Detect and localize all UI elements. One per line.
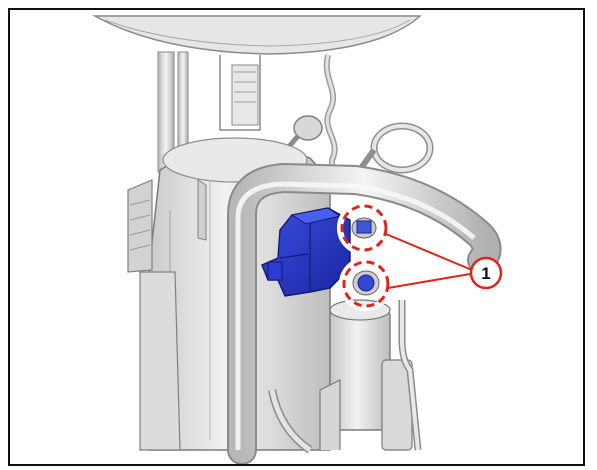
callout-leader-lines (385, 233, 473, 289)
callout-circle-lower (339, 257, 393, 311)
guide-rods (157, 51, 261, 173)
fuel-pump-module-illustration: 1 (92, 15, 503, 464)
fuel-hose (227, 162, 502, 464)
callout-number-1: 1 (469, 256, 503, 290)
module-top-flange (92, 15, 422, 55)
terminal-upper (351, 217, 377, 239)
figure-frame: 1 (8, 8, 585, 466)
terminal-lower (352, 270, 380, 296)
electrical-connector-icon (261, 207, 351, 297)
level-sensor-knob (284, 115, 323, 152)
callout-circle-upper (337, 201, 391, 255)
callout-number-label: 1 (481, 264, 490, 283)
coiled-wire (323, 54, 338, 180)
left-fins (127, 179, 207, 451)
thin-pipe-right (398, 300, 422, 451)
